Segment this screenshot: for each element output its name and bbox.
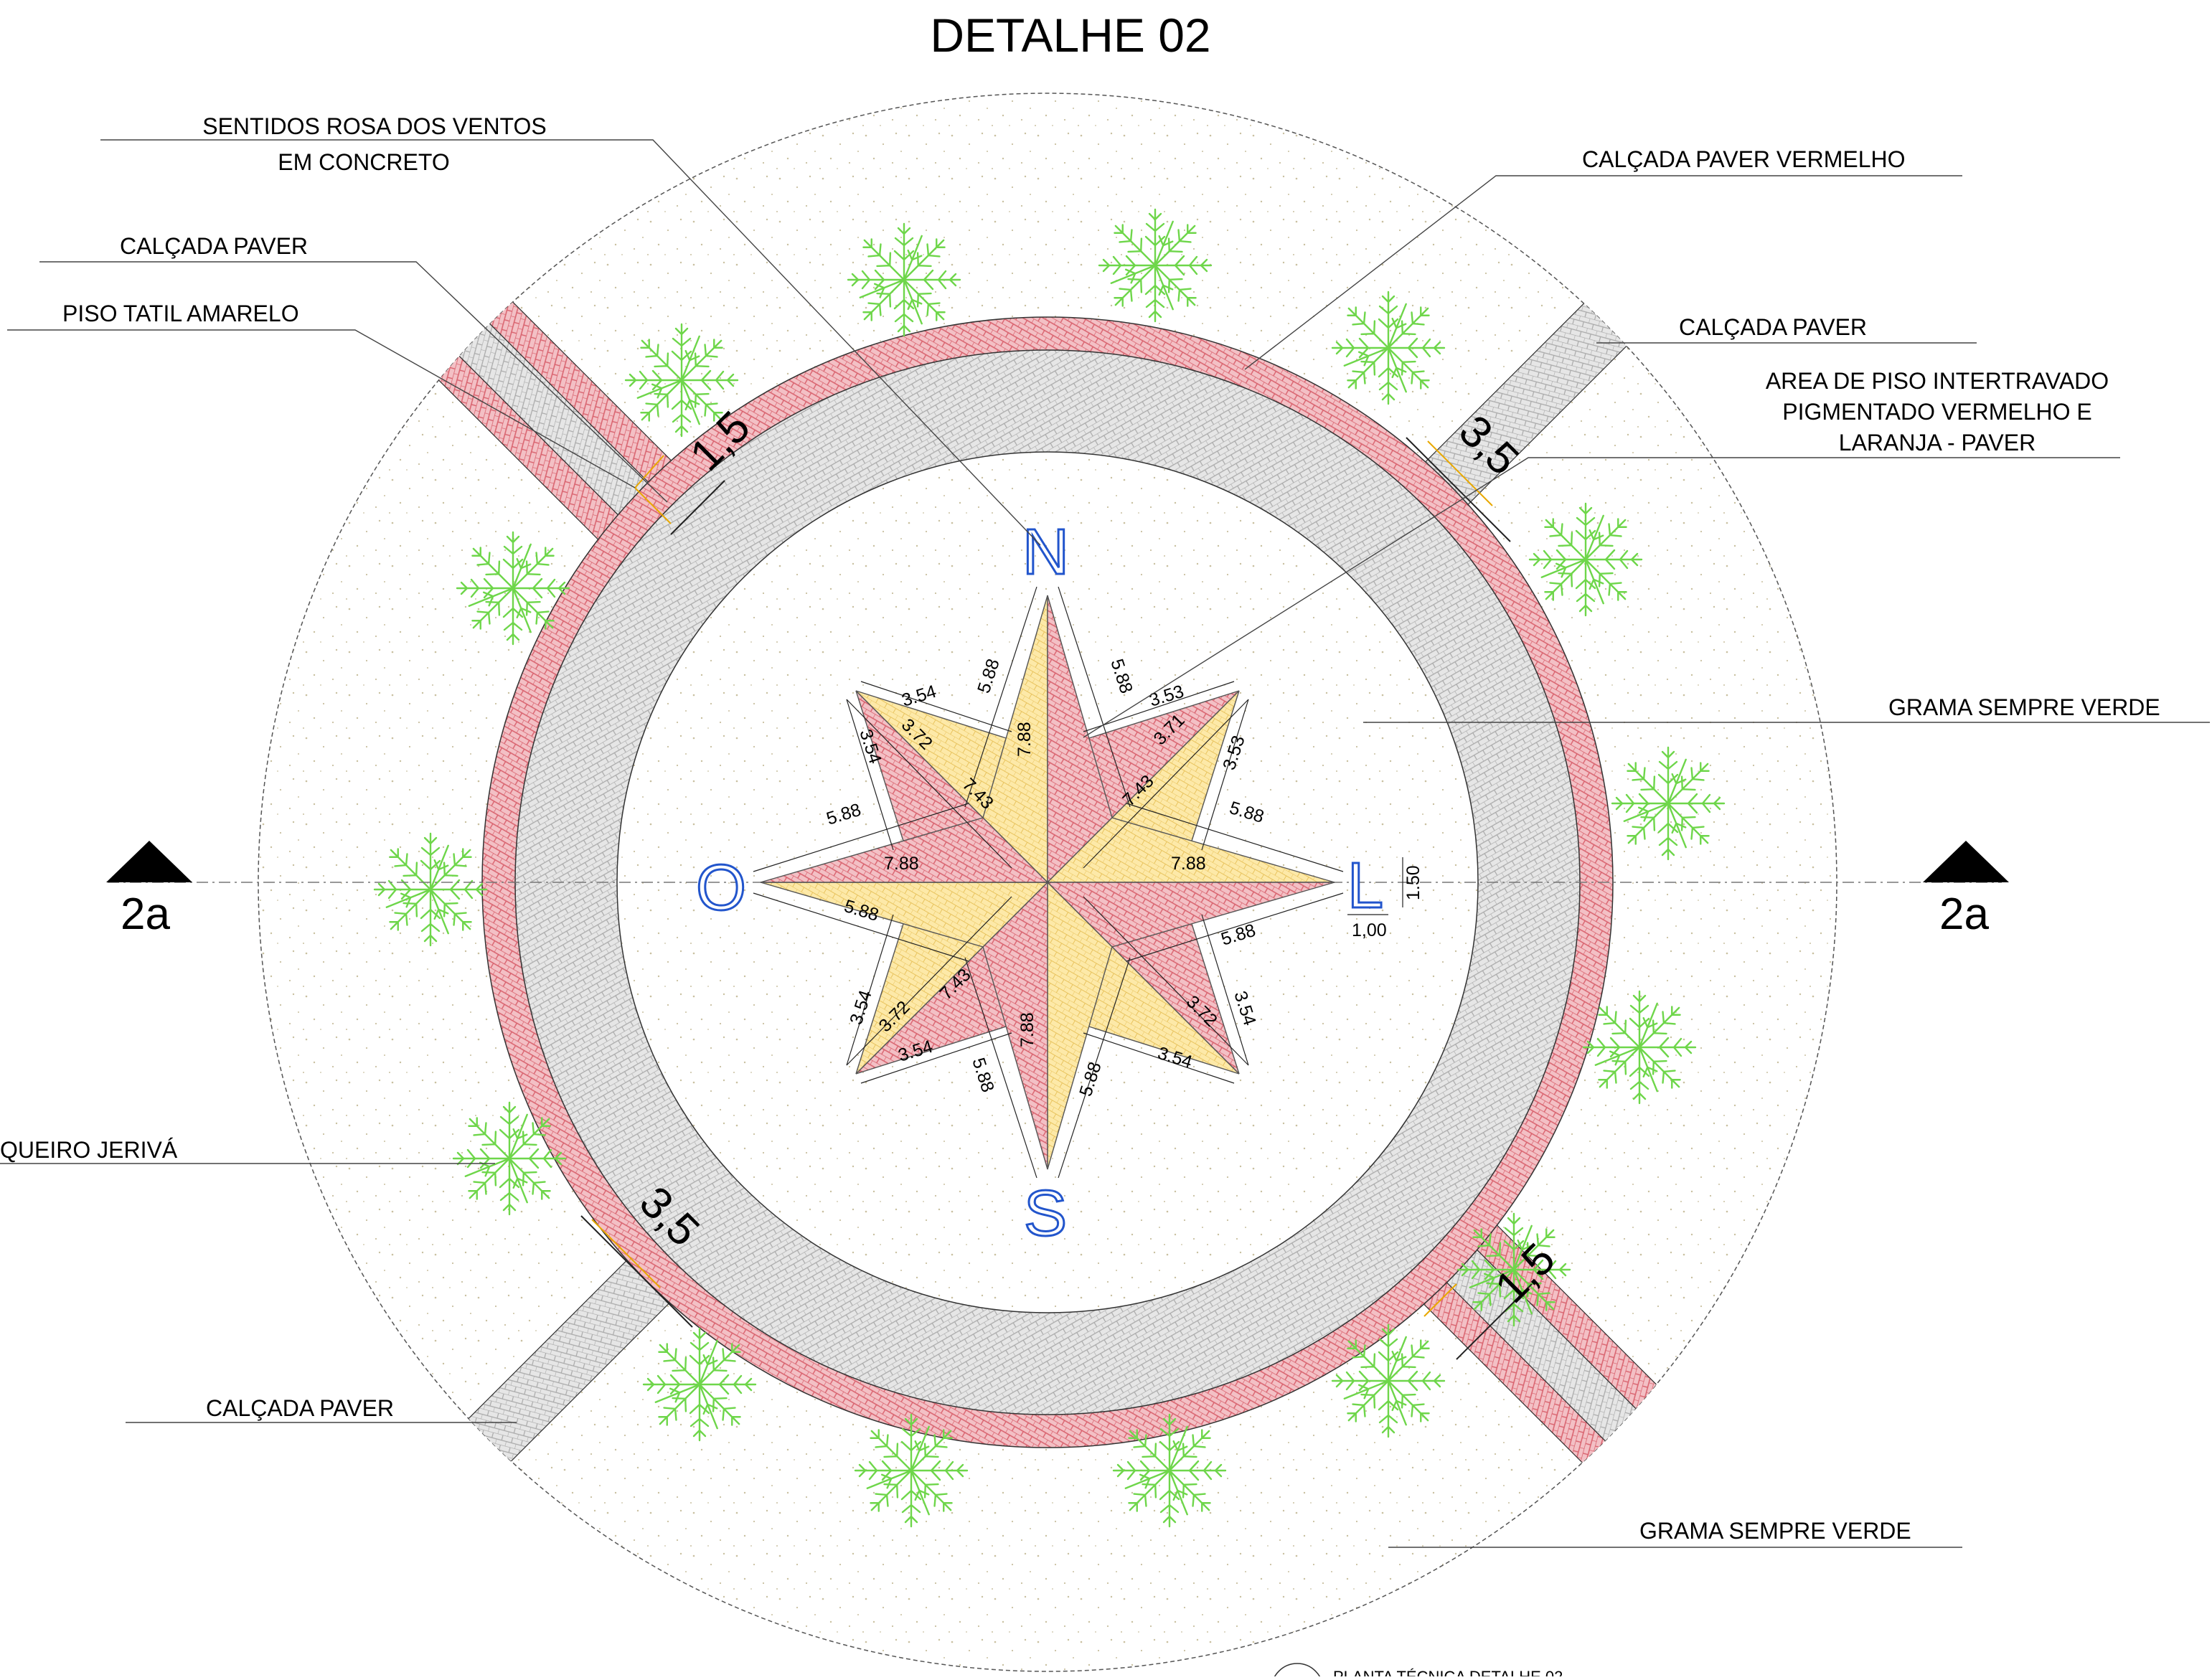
- label-calcada-paver-top-left: CALÇADA PAVER: [120, 233, 308, 259]
- label-calcada-paver-bottom-left: CALÇADA PAVER: [206, 1395, 394, 1421]
- compass-dimension-lines: [753, 586, 1403, 1179]
- cardinal-letters: N S O L: [695, 516, 1385, 1251]
- cardinal-north: N: [1022, 516, 1069, 588]
- footer-title: PLANTA TÉCNICA DETALHE 02: [1333, 1668, 1563, 1676]
- dim-w-horizontal-788: 7.88: [884, 854, 919, 874]
- label-coqueiro: COQUEIRO JERIVÁ: [0, 1137, 178, 1163]
- leader-lines: [0, 139, 2210, 1548]
- dim-s-vertical-788: 7.88: [1017, 1012, 1037, 1047]
- cardinal-south: S: [1024, 1178, 1067, 1250]
- section-marker-left: 2a: [121, 889, 170, 939]
- label-grama-bottom: GRAMA SEMPRE VERDE: [1639, 1518, 1911, 1544]
- label-area-line1: AREA DE PISO INTERTRAVADO: [1766, 368, 2109, 394]
- walkway-dimension-lines: [580, 437, 1533, 1360]
- label-rosa-line1: SENTIDOS ROSA DOS VENTOS: [202, 113, 547, 139]
- label-calcada-vermelho: CALÇADA PAVER VERMELHO: [1582, 146, 1906, 172]
- label-area-line3: LARANJA - PAVER: [1839, 430, 2035, 456]
- dim-letter-w: 1,00: [1352, 920, 1387, 940]
- footer-title-bubble: [1272, 1663, 1322, 1680]
- dim-n-vertical-788: 7.88: [1015, 722, 1035, 757]
- dim-letter-h: 1.50: [1403, 865, 1423, 900]
- label-calcada-paver-top-right: CALÇADA PAVER: [1679, 314, 1867, 340]
- label-grama-right: GRAMA SEMPRE VERDE: [1888, 694, 2160, 720]
- dim-e-horizontal-788: 7.88: [1171, 854, 1206, 874]
- label-piso-tatil: PISO TATIL AMARELO: [62, 301, 299, 326]
- compass-rose: [760, 595, 1335, 1170]
- label-rosa-line2: EM CONCRETO: [278, 149, 449, 175]
- callout-labels: SENTIDOS ROSA DOS VENTOS EM CONCRETO CAL…: [0, 113, 2160, 1544]
- section-marker-right: 2a: [1939, 889, 1989, 939]
- cardinal-west: O: [696, 852, 746, 924]
- drawing-title: DETALHE 02: [930, 9, 1210, 62]
- cardinal-east: L: [1347, 850, 1383, 922]
- section-marker-left-arrow: [106, 841, 192, 882]
- tactile-paving-lines: [591, 440, 1493, 1317]
- label-area-line2: PIGMENTADO VERMELHO E: [1782, 399, 2091, 425]
- section-marker-right-arrow: [1923, 841, 2009, 882]
